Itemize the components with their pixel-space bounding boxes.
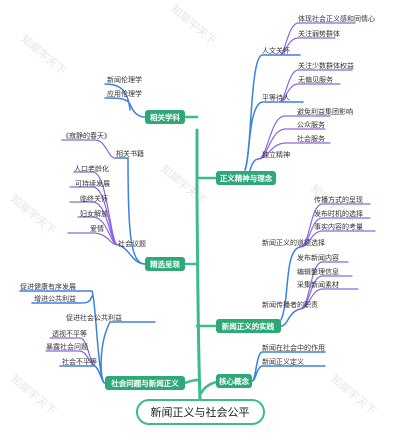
watermark-text: 知犀宇天下 — [308, 182, 359, 228]
book-item[interactable]: 《寂静的春天》 — [62, 131, 111, 140]
leaf-item[interactable]: 新闻在社会中的作用 — [262, 343, 325, 352]
topic-item[interactable]: 可持续发展 — [75, 179, 110, 188]
sub-branch-label[interactable]: 独立精神 — [262, 150, 290, 159]
topic-item[interactable]: 妇女解放 — [80, 209, 108, 218]
sub-branch-label[interactable]: 相关书籍 — [116, 149, 144, 158]
leaf-item[interactable]: 事实内容的考量 — [314, 222, 363, 231]
leaves-shehui-wenti: 促进健康有序发展 增进公共利益 促进社会公共利益 透视不平等 暴露社会问题 社会… — [20, 282, 122, 366]
watermark-text: 知犀宇天下 — [8, 192, 59, 238]
leaves-zhengyi-jingshen: 人文关怀 体现社会正义感和同情心 关注弱势群体 平等待人 关注少数群体权益 无偏… — [262, 14, 375, 159]
leaves-jingxuan-zhanxian: 相关书籍 《寂静的春天》 社会议题 人口老龄化 可持续发展 临终关怀 妇女解放 … — [62, 131, 146, 248]
branch-hexin-gainian[interactable]: 核心概念 — [216, 374, 252, 388]
branch-xiangguan-xueke[interactable]: 相关学科 — [145, 110, 185, 124]
sub-branch-label[interactable]: 平等待人 — [262, 93, 290, 102]
leaf-item[interactable]: 促进健康有序发展 — [20, 282, 76, 291]
leaf-item[interactable]: 发布时机的选择 — [314, 209, 363, 218]
branch-zhengyi-jingshen[interactable]: 正义精神与理念 — [216, 171, 276, 185]
watermark-text: 知犀宇天下 — [18, 32, 69, 78]
topic-item[interactable]: 人口老龄化 — [74, 164, 109, 173]
leaf-item[interactable]: 公众服务 — [297, 120, 325, 129]
leaves-hexin-gainian: 新闻在社会中的作用 新闻正义定义 — [262, 343, 325, 366]
root-node[interactable]: 新闻正义与社会公平 — [136, 399, 265, 425]
watermark-text: 知犀宇天下 — [328, 372, 379, 418]
leaf-item[interactable]: 编辑整理信息 — [297, 267, 339, 276]
leaf-item[interactable]: 暴露社会问题 — [46, 342, 88, 351]
sub-branch-label[interactable]: 新闻传播者的职责 — [262, 300, 318, 309]
branch-label: 精选呈现 — [150, 259, 180, 269]
leaf-item[interactable]: 避免利益集团影响 — [297, 107, 353, 116]
leaf-item[interactable]: 社会不平等 — [62, 357, 97, 366]
leaf-item[interactable]: 关注少数群体权益 — [298, 61, 354, 70]
sub-branch-label[interactable]: 新闻正义的道德选择 — [262, 238, 325, 247]
branch-label: 相关学科 — [150, 112, 180, 122]
leaf-item[interactable]: 发布新闻内容 — [297, 253, 339, 262]
sub-branch-label[interactable]: 人文关怀 — [262, 46, 290, 55]
leaf-item[interactable]: 采集新闻素材 — [297, 280, 339, 289]
topic-item[interactable]: 爱情 — [90, 224, 104, 233]
branch-xinwen-shijian[interactable]: 新闻正义的实践 — [216, 319, 281, 333]
leaf-item[interactable]: 社会服务 — [297, 134, 325, 143]
leaf-item[interactable]: 无偏见服务 — [298, 75, 333, 84]
branch-label: 核心概念 — [219, 376, 249, 386]
root-title: 新闻正义与社会公平 — [151, 405, 250, 419]
branch-label: 正义精神与理念 — [220, 173, 273, 183]
branch-shehui-wenti[interactable]: 社会问题与新闻正义 — [105, 376, 185, 390]
leaf-item[interactable]: 透视不平等 — [52, 329, 87, 338]
leaf-item[interactable]: 应用伦理学 — [107, 89, 142, 98]
trunk-link — [183, 378, 200, 385]
leaves-xiangguan-xueke: 新闻伦理学 应用伦理学 — [107, 75, 142, 98]
sub-branch-label[interactable]: 社会议题 — [118, 239, 146, 248]
leaf-item[interactable]: 增进公共利益 — [34, 294, 76, 303]
leaf-item[interactable]: 新闻正义定义 — [262, 357, 304, 366]
leaves-xinwen-shijian: 新闻正义的道德选择 传播方式的呈现 发布时机的选择 事实内容的考量 新闻传播者的… — [262, 195, 363, 309]
leaf-item[interactable]: 体现社会正义感和同情心 — [298, 14, 375, 23]
branch-jingxuan-zhanxian[interactable]: 精选呈现 — [145, 257, 185, 271]
branch-label: 新闻正义的实践 — [222, 321, 275, 331]
leaf-item[interactable]: 传播方式的呈现 — [314, 195, 363, 204]
watermark-text: 知犀宇天下 — [168, 2, 219, 48]
leaf-item[interactable]: 促进社会公共利益 — [66, 313, 122, 322]
topic-item[interactable]: 临终关怀 — [80, 194, 108, 203]
branch-label: 社会问题与新闻正义 — [110, 378, 179, 388]
watermark-text: 知犀宇天下 — [158, 162, 209, 208]
watermark-text: 知犀宇天下 — [8, 372, 59, 418]
leaf-item[interactable]: 关注弱势群体 — [298, 29, 340, 38]
leaf-item[interactable]: 新闻伦理学 — [107, 75, 142, 84]
trunk-line — [195, 128, 202, 402]
